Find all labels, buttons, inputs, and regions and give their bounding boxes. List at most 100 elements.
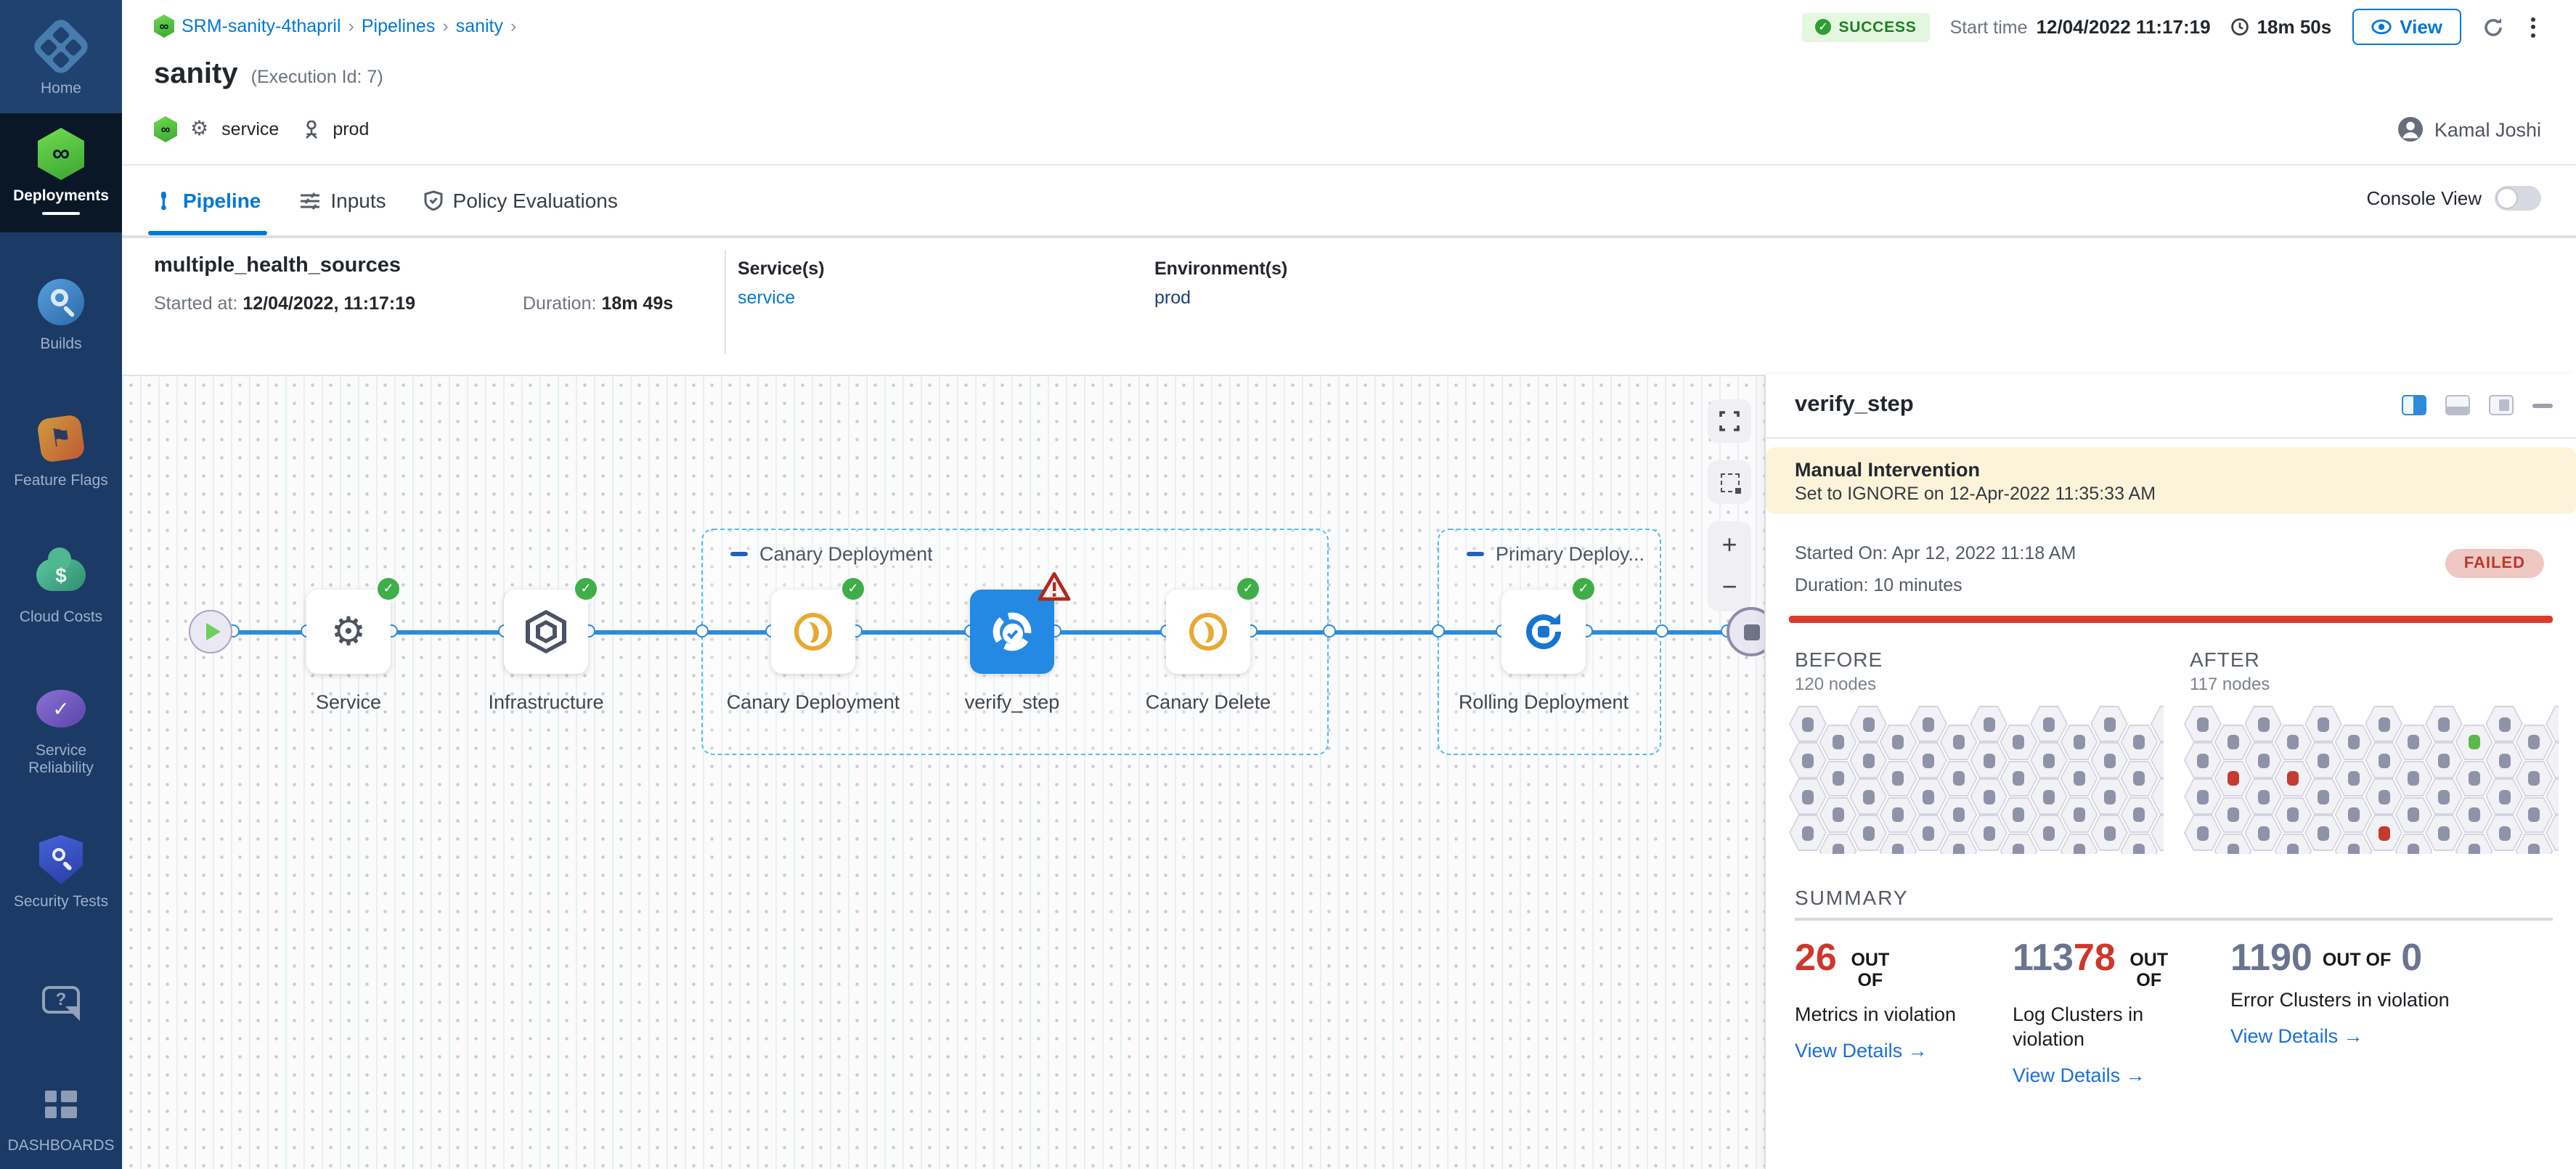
node-hex: [2244, 778, 2282, 815]
node-hex: [2455, 760, 2493, 797]
pipeline-node-canary-delete[interactable]: ✓: [1166, 578, 1259, 674]
sidebar-item-security-tests[interactable]: Security Tests: [0, 834, 122, 911]
node-hex: [2184, 778, 2222, 815]
node-hex: [1789, 742, 1827, 778]
tab-inputs[interactable]: Inputs: [298, 166, 386, 235]
view-details-link[interactable]: View Details →: [1795, 1040, 1928, 1062]
node-hex: [2304, 706, 2342, 742]
fullscreen-icon: [1719, 411, 1740, 431]
sidebar-item-feature-flags[interactable]: ⚑Feature Flags: [0, 412, 122, 489]
success-check-icon: ✓: [378, 578, 399, 600]
sidebar-item-label: Home: [40, 80, 81, 97]
srm-module-icon: ∞: [154, 116, 177, 142]
node-hex: [2090, 742, 2128, 778]
breadcrumb-separator: ›: [442, 16, 449, 36]
node-hex: [2244, 742, 2282, 778]
connector-port: [1431, 624, 1444, 638]
cd-hexagon-icon: ∞: [38, 128, 84, 180]
stage-name: multiple_health_sources: [154, 254, 402, 277]
start-time-label: Start time: [1949, 17, 2028, 37]
node-label-verify_step: verify_step: [964, 691, 1060, 713]
group-label[interactable]: Primary Deploy...: [1467, 543, 1644, 565]
violation-count: 1190: [2230, 935, 2312, 979]
breadcrumb-link[interactable]: SRM-sanity-4thapril: [182, 16, 341, 36]
node-hex: [1849, 742, 1887, 778]
tab-policy-evaluations[interactable]: Policy Evaluations: [424, 166, 618, 235]
more-options-icon[interactable]: [2525, 14, 2541, 40]
user-avatar-icon: [2398, 117, 2424, 142]
connector-port: [1322, 624, 1335, 638]
node-hex: [1849, 815, 1887, 851]
sidebar-item-home[interactable]: Home: [0, 15, 122, 97]
flag-icon: ⚑: [36, 414, 86, 463]
breadcrumb-link[interactable]: Pipelines: [361, 16, 436, 36]
floating-view-icon[interactable]: [2489, 395, 2514, 415]
node-hex: [2365, 706, 2402, 742]
success-check-icon: ✓: [575, 578, 597, 600]
selection-mode-button[interactable]: [1708, 460, 1751, 504]
zoom-out-button[interactable]: −: [1721, 572, 1737, 601]
failed-progress-line: [1789, 616, 2553, 623]
minimize-icon[interactable]: [2532, 403, 2553, 407]
sidebar-item-label: Builds: [40, 335, 82, 353]
sidebar-item-cloud-costs[interactable]: $Cloud Costs: [0, 547, 122, 626]
pipeline-end-node[interactable]: [1727, 607, 1764, 656]
stage-started: Started at: 12/04/2022, 11:17:19: [154, 293, 416, 314]
node-hex: [2365, 815, 2402, 851]
environment-link[interactable]: prod: [1154, 288, 1191, 308]
fullscreen-button[interactable]: [1708, 399, 1751, 443]
view-details-link[interactable]: View Details →: [2230, 1025, 2363, 1047]
node-hex: [2184, 706, 2222, 742]
pipeline-node-infrastructure[interactable]: ✓: [504, 578, 597, 674]
sidebar-item-dashboards[interactable]: DASHBOARDS: [0, 1078, 122, 1154]
environment-icon: [306, 120, 318, 138]
node-hex: [1909, 778, 1947, 815]
node-hex: [2090, 815, 2128, 851]
breadcrumb-link[interactable]: sanity: [455, 16, 503, 36]
env-tag[interactable]: prod: [333, 119, 370, 139]
node-hex: [1909, 706, 1947, 742]
pipeline-canvas[interactable]: + − Canary Deployment Primary Deploy... ⚙✓…: [122, 375, 1764, 1169]
console-view-toggle[interactable]: [2495, 186, 2541, 211]
pipeline-start-node[interactable]: [189, 610, 232, 653]
node-hex: [1879, 724, 1917, 760]
pipeline-node-verify_step[interactable]: [970, 572, 1071, 674]
node-hex: [1939, 797, 1978, 833]
node-hex: [2485, 742, 2523, 778]
pipeline-node-canary-deployment[interactable]: ✓: [771, 578, 864, 674]
reliability-icon: ✓: [36, 690, 86, 728]
node-hex: [2120, 760, 2159, 797]
node-hex: [2060, 797, 2098, 833]
node-hex: [2515, 760, 2553, 797]
node-hex: [1970, 742, 2008, 778]
sidebar-item-deployments[interactable]: ∞Deployments: [0, 113, 122, 232]
cloud-dollar-icon: $: [36, 547, 86, 591]
builds-icon: [38, 279, 84, 325]
node-hex: [2304, 815, 2342, 851]
refresh-icon[interactable]: [2482, 15, 2505, 38]
zoom-in-button[interactable]: +: [1721, 530, 1737, 559]
split-view-icon[interactable]: [2402, 395, 2426, 415]
bottom-view-icon[interactable]: [2445, 395, 2470, 415]
node-hex: [2244, 706, 2282, 742]
sidebar-item-help[interactable]: ?: [0, 973, 122, 1025]
after-node-grid: [2184, 706, 2559, 854]
step-details-panel: verify_step Manual Intervention Set to I…: [1764, 375, 2576, 1169]
view-button[interactable]: View: [2352, 9, 2461, 45]
sidebar-item-builds[interactable]: Builds: [0, 276, 122, 353]
view-details-link[interactable]: View Details →: [2013, 1064, 2145, 1086]
pipeline-node-service[interactable]: ⚙✓: [306, 578, 399, 674]
verify-icon: [993, 612, 1032, 651]
node-hex: [2090, 706, 2128, 742]
pipeline-node-rolling-deployment[interactable]: ✓: [1501, 578, 1594, 674]
node-label-service: Service: [315, 691, 381, 713]
service-tag[interactable]: service: [221, 119, 280, 139]
tab-pipeline[interactable]: Pipeline: [148, 166, 266, 235]
group-label[interactable]: Canary Deployment: [730, 543, 933, 565]
shield-search-icon: [39, 835, 83, 884]
success-check-icon: ✓: [1237, 578, 1259, 600]
node-hex: [2060, 760, 2098, 797]
service-link[interactable]: service: [738, 288, 796, 308]
node-hex: [2334, 797, 2373, 833]
